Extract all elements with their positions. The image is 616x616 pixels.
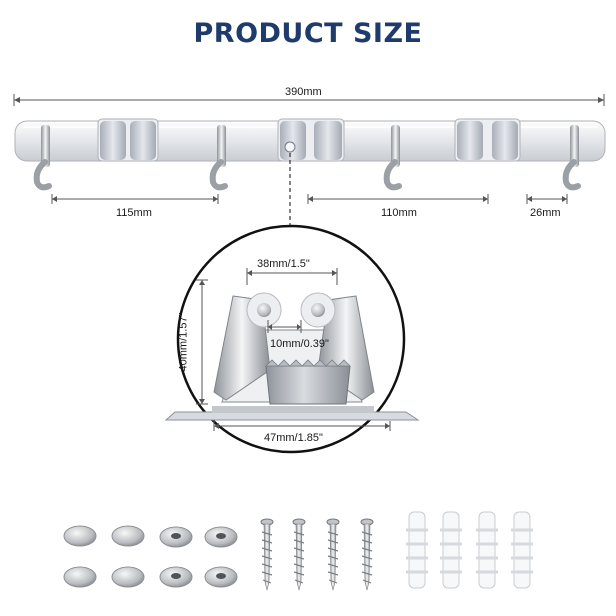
- hook-icon: [209, 125, 228, 191]
- clip-height-label: 40mm/1.57": [177, 312, 190, 372]
- washer-icon: [204, 566, 238, 588]
- wall-anchor-icon: [476, 511, 498, 589]
- clip-gap-label: 10mm/0.39": [270, 338, 329, 350]
- cap-icon: [63, 525, 97, 547]
- clip-width-dimension: [246, 268, 338, 285]
- screw-icon: [292, 518, 306, 591]
- detail-zoom-circle: [164, 224, 420, 454]
- mop-clip-icon: [277, 118, 345, 162]
- total-length-dimension: [13, 94, 605, 106]
- screw-icon: [260, 518, 274, 591]
- screw-icon: [360, 518, 374, 591]
- hook-gap-right-label: 110mm: [379, 207, 419, 219]
- clip-height-dimension: [196, 279, 208, 405]
- base-width-dimension: [213, 421, 391, 431]
- end-gap-label: 26mm: [528, 207, 563, 219]
- cap-icon: [63, 566, 97, 588]
- screw-icon: [326, 518, 340, 591]
- clip-gap-dimension: [267, 320, 302, 333]
- wall-anchor-icon: [511, 511, 533, 589]
- total-length-label: 390mm: [283, 86, 324, 98]
- end-gap-dimension: [526, 194, 568, 204]
- page-title: PRODUCT SIZE: [193, 18, 423, 49]
- cap-icon: [111, 525, 145, 547]
- cap-icon: [111, 566, 145, 588]
- hook-gap-left-label: 115mm: [114, 207, 154, 219]
- wall-anchor-icon: [440, 511, 462, 589]
- mop-clip-icon: [97, 118, 159, 162]
- washer-icon: [159, 566, 193, 588]
- hook-icon: [562, 125, 581, 191]
- clip-width-label: 38mm/1.5": [257, 258, 310, 270]
- hook-gap-left-dimension: [51, 194, 219, 204]
- hook-icon: [33, 125, 52, 191]
- mop-clip-icon: [454, 118, 521, 162]
- hook-gap-right-dimension: [307, 194, 489, 204]
- base-width-label: 47mm/1.85": [264, 432, 323, 444]
- hook-icon: [383, 125, 402, 191]
- washer-icon: [159, 526, 193, 548]
- washer-icon: [204, 526, 238, 548]
- wall-anchor-icon: [406, 511, 428, 589]
